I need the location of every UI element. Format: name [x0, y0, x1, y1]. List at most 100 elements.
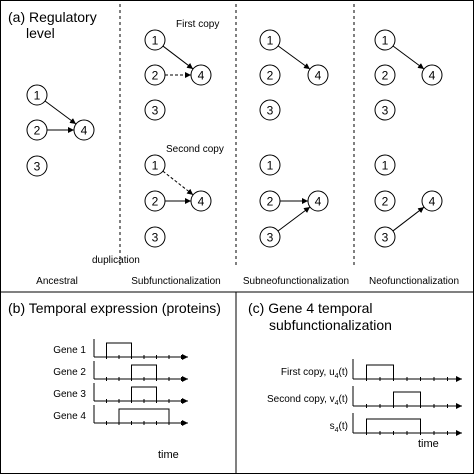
panel-b-row-label: Gene 1 — [53, 345, 86, 356]
gene-node-2: 2 — [26, 119, 48, 141]
gene-node-4: 4 — [190, 190, 212, 212]
gene-node-label: 4 — [315, 69, 322, 83]
panel-c-expression-pulse — [366, 364, 394, 379]
gene-node-2: 2 — [259, 64, 281, 86]
network-subfunctionalization-first: 1 2 3 4 — [144, 29, 212, 121]
network-neofunctionalization-first: 1 2 3 4 — [374, 29, 443, 121]
column-label-neofunctionalization: Neofunctionalization — [369, 276, 459, 287]
panel-b-row-1: Gene 1 — [53, 339, 188, 360]
gene-node-1: 1 — [374, 29, 396, 51]
gene-node-2: 2 — [259, 190, 281, 212]
gene-node-label: 1 — [152, 34, 159, 48]
panel-c-row-3: s4(t) — [330, 413, 462, 436]
gene-node-2: 2 — [374, 64, 396, 86]
gene-node-1: 1 — [26, 84, 48, 106]
gene-node-label: 1 — [34, 89, 41, 103]
gene-node-label: 2 — [267, 195, 274, 209]
panel-b: (b) Temporal expression (proteins) Gene … — [8, 300, 221, 461]
panel-b-row-4: Gene 4 — [53, 405, 188, 426]
gene-node-1: 1 — [259, 29, 281, 51]
edge-1-to-4 — [162, 170, 194, 196]
gene-node-label: 1 — [267, 34, 274, 48]
gene-node-label: 1 — [382, 34, 389, 48]
gene-node-1: 1 — [374, 154, 396, 176]
gene-node-label: 2 — [152, 195, 159, 209]
gene-node-3: 3 — [144, 226, 166, 248]
duplication-label: duplication — [92, 255, 140, 266]
network-neofunctionalization-second: 1 2 3 4 — [374, 154, 443, 248]
network-subfunctionalization-second: 1 2 3 4 — [144, 154, 212, 248]
gene-node-2: 2 — [144, 64, 166, 86]
gene-node-3: 3 — [374, 99, 396, 121]
gene-node-1: 1 — [259, 154, 281, 176]
gene-node-label: 1 — [267, 159, 274, 173]
gene-node-label: 3 — [152, 104, 159, 118]
gene-node-label: 4 — [429, 195, 436, 209]
gene-node-4: 4 — [421, 64, 443, 86]
gene-node-label: 2 — [152, 69, 159, 83]
gene-node-3: 3 — [259, 226, 281, 248]
gene-node-label: 2 — [382, 69, 389, 83]
gene-node-3: 3 — [144, 99, 166, 121]
gene-node-4: 4 — [190, 64, 212, 86]
gene-node-label: 4 — [315, 195, 322, 209]
gene-node-label: 3 — [34, 160, 41, 174]
panel-c-time-label: time — [418, 438, 439, 450]
panel-b-expression-pulse — [106, 342, 132, 357]
edge-3-to-4 — [277, 206, 311, 232]
network-ancestral: 1 2 3 4 — [26, 84, 95, 177]
network-subneofunctionalization-second: 1 2 3 4 — [259, 154, 329, 248]
gene-node-1: 1 — [144, 154, 166, 176]
gene-node-4: 4 — [307, 190, 329, 212]
gene-node-2: 2 — [144, 190, 166, 212]
gene-node-label: 3 — [382, 104, 389, 118]
panel-a-title-line2: level — [26, 25, 55, 41]
panel-c-row-label: First copy, u4(t) — [281, 367, 348, 380]
gene-node-3: 3 — [374, 226, 396, 248]
panel-b-expression-pulse — [118, 408, 170, 423]
gene-node-label: 2 — [382, 195, 389, 209]
gene-node-label: 4 — [198, 195, 205, 209]
column-label-ancestral: Ancestral — [36, 276, 78, 287]
panel-c-row-2: Second copy, v4(t) — [267, 386, 462, 409]
edge-1-to-4 — [392, 45, 425, 70]
panel-b-row-label: Gene 3 — [53, 389, 86, 400]
column-label-subneofunctionalization: Subneofunctionalization — [243, 276, 349, 287]
panel-c-row-label: s4(t) — [330, 421, 348, 434]
gene-node-label: 2 — [267, 69, 274, 83]
gene-node-2: 2 — [374, 190, 396, 212]
gene-node-label: 4 — [81, 124, 88, 138]
second-copy-label: Second copy — [166, 144, 224, 155]
edge-1-to-4 — [277, 45, 311, 70]
gene-node-label: 3 — [152, 231, 159, 245]
gene-node-4: 4 — [307, 64, 329, 86]
panel-b-row-label: Gene 2 — [53, 367, 86, 378]
panel-c-row-label: Second copy, v4(t) — [267, 394, 348, 407]
panel-c-title-line2: subfunctionalization — [269, 317, 392, 333]
timing-diagram-c: First copy, u4(t) Second copy, v4(t) s4(t) — [267, 359, 462, 436]
gene-node-label: 1 — [152, 159, 159, 173]
panel-b-title: (b) Temporal expression (proteins) — [8, 300, 221, 316]
panel-b-row-2: Gene 2 — [53, 361, 188, 382]
gene-node-label: 2 — [34, 124, 41, 138]
panel-b-row-label: Gene 4 — [53, 411, 86, 422]
panel-b-expression-pulse — [131, 364, 157, 379]
gene-node-label: 1 — [382, 159, 389, 173]
panel-c: (c) Gene 4 temporal subfunctionalization… — [248, 300, 462, 450]
panel-c-row-1: First copy, u4(t) — [281, 359, 462, 382]
edge-1-to-4 — [44, 100, 77, 125]
gene-node-label: 4 — [429, 69, 436, 83]
first-copy-label: First copy — [176, 19, 219, 30]
column-label-subfunctionalization: Subfunctionalization — [131, 276, 221, 287]
panel-c-title-line1: (c) Gene 4 temporal — [248, 300, 373, 316]
edge-3-to-4 — [392, 206, 425, 232]
panel-c-expression-pulse — [393, 391, 421, 406]
panel-a-title-line1: (a) Regulatory — [8, 9, 97, 25]
gene-node-4: 4 — [73, 119, 95, 141]
panel-a: (a) Regulatory level First copy Second c… — [8, 9, 459, 287]
gene-node-4: 4 — [421, 190, 443, 212]
